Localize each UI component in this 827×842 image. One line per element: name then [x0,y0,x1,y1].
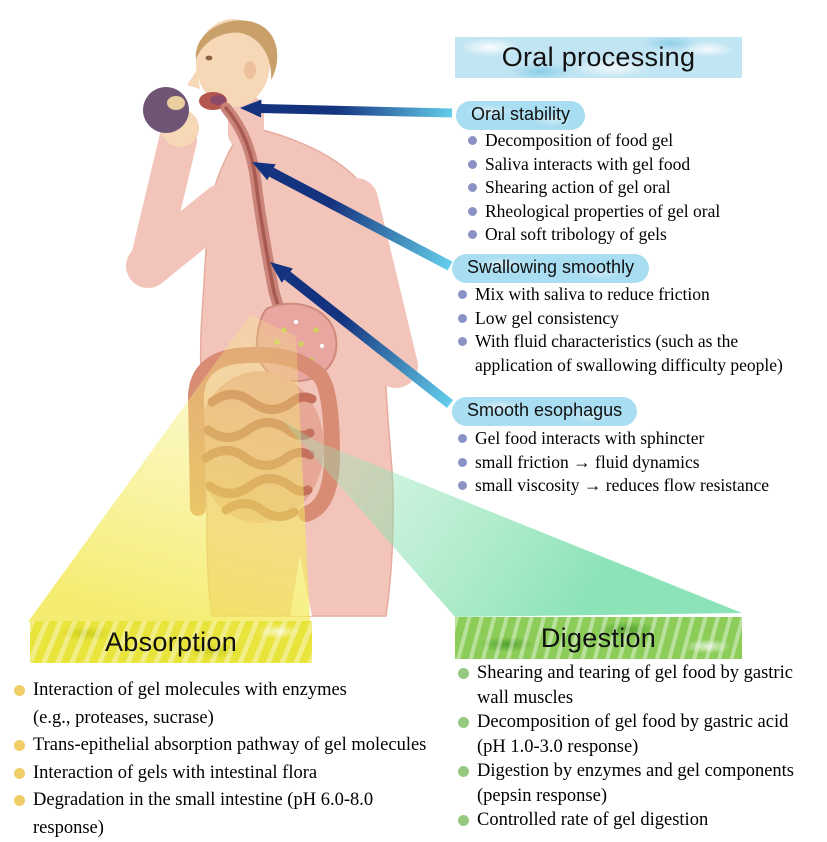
bullet-item: Decomposition of food gel [468,129,778,153]
bullet-item: With fluid characteristics (such as the … [458,330,798,377]
bullet-item: Mix with saliva to reduce friction [458,283,798,307]
bullet-item: Interaction of gel molecules with enzyme… [14,677,444,732]
bullet-item: Digestion by enzymes and gel components … [458,759,808,808]
swallowing-arrow [252,162,453,271]
page-title: Oral processing [501,42,696,72]
digestion-banner: Digestion [455,617,742,659]
nose [187,70,200,89]
plum-bite [167,96,185,110]
esophagus-inner [224,106,282,314]
bullet-item: small viscosity → reduces flow resistanc… [458,474,798,498]
oral-stability-arrow [240,99,453,118]
digestion-beam [282,420,742,617]
bullet-item: Trans-epithelial absorption pathway of g… [14,732,444,760]
bullet-item: Shearing action of gel oral [468,176,778,200]
digestion-list: Shearing and tearing of gel food by gast… [458,661,808,833]
absorption-banner: Absorption [30,621,312,663]
esophagus-arrow [270,262,454,408]
head [196,19,270,107]
label-oral-stability: Oral stability [456,101,585,130]
plum-fruit [143,87,189,133]
bullet-item: Decomposition of gel food by gastric aci… [458,710,808,759]
absorption-title: Absorption [104,626,238,657]
right-arm [334,178,418,388]
bullet-item: Controlled rate of gel digestion [458,808,808,833]
swallowing-list: Mix with saliva to reduce friction Low g… [458,283,798,377]
bullet-item: Low gel consistency [458,307,798,331]
hair [195,20,278,80]
bullet-item: Gel food interacts with sphincter [458,427,798,451]
bullet-item: Rheological properties of gel oral [468,200,778,224]
bullet-item: Shearing and tearing of gel food by gast… [458,661,808,710]
digestion-title: Digestion [540,622,657,653]
bullet-item: Interaction of gels with intestinal flor… [14,760,444,788]
food-bolus [210,95,226,105]
bullet-item: Saliva interacts with gel food [468,153,778,177]
oral-stability-list: Decomposition of food gel Saliva interac… [468,129,778,247]
label-smooth-esophagus: Smooth esophagus [452,397,637,426]
bullet-item: small friction → fluid dynamics [458,451,798,475]
left-forearm [129,121,197,285]
large-intestine [187,346,341,522]
esophagus-list: Gel food interacts with sphincter small … [458,427,798,498]
absorption-list: Interaction of gel molecules with enzyme… [14,677,444,842]
eye [205,55,213,61]
ear [244,61,256,79]
bullet-item: Degradation in the small intestine (pH 6… [14,787,444,842]
absorption-beam [28,315,310,622]
label-swallowing-smoothly: Swallowing smoothly [452,254,649,283]
title-banner: Oral processing [455,37,742,78]
bullet-item: Oral soft tribology of gels [468,223,778,247]
